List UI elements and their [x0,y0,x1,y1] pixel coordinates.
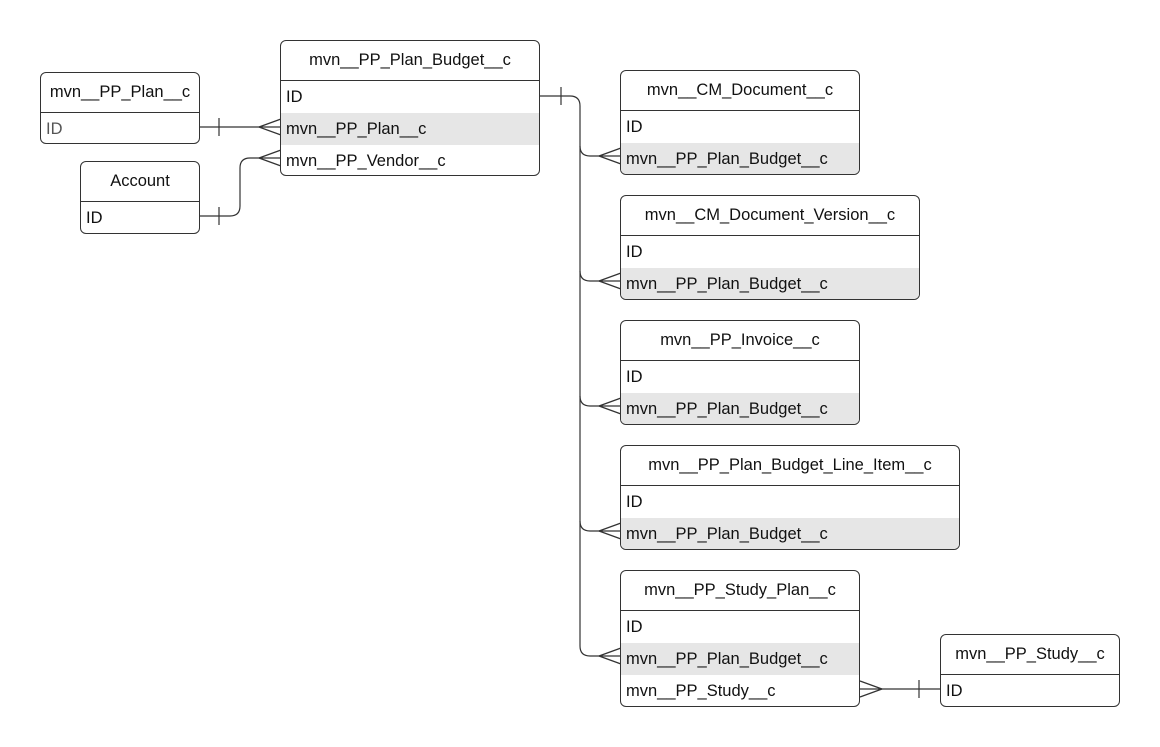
edge-to-cm-document [579,145,622,165]
entity-title: Account [81,162,199,202]
edge-to-budget-line-item [579,520,622,540]
field-pp-plan-budget: mvn__PP_Plan_Budget__c [621,393,859,424]
field-id: ID [626,492,643,511]
field-pp-plan-budget: mvn__PP_Plan_Budget__c [621,143,859,174]
field-id: ID [626,617,643,636]
edge-to-study-plan [598,647,622,665]
field-id: ID [286,87,303,106]
edge-account-to-plan-budget [200,149,282,225]
entity-title: mvn__CM_Document_Version__c [621,196,919,236]
field-pp-study: mvn__PP_Study__c [626,681,776,700]
entity-title: mvn__PP_Plan_Budget__c [281,41,539,81]
entity-pp-invoice[interactable]: mvn__PP_Invoice__c ID mvn__PP_Plan_Budge… [620,320,860,425]
field-pp-plan-budget: mvn__PP_Plan_Budget__c [621,268,919,299]
field-id: ID [946,681,963,700]
field-id: ID [86,208,103,227]
entity-pp-plan-budget-line-item[interactable]: mvn__PP_Plan_Budget_Line_Item__c ID mvn_… [620,445,960,550]
entity-cm-document-version[interactable]: mvn__CM_Document_Version__c ID mvn__PP_P… [620,195,920,300]
edge-plan-to-plan-budget [200,118,282,136]
entity-title: mvn__PP_Study_Plan__c [621,571,859,611]
field-pp-plan-budget: mvn__PP_Plan_Budget__c [621,643,859,675]
entity-pp-plan-budget[interactable]: mvn__PP_Plan_Budget__c ID mvn__PP_Plan__… [280,40,540,176]
entity-title: mvn__PP_Plan_Budget_Line_Item__c [621,446,959,486]
entity-title: mvn__PP_Invoice__c [621,321,859,361]
field-pp-plan: mvn__PP_Plan__c [281,113,539,145]
field-id: ID [626,367,643,386]
field-pp-plan-budget: mvn__PP_Plan_Budget__c [621,518,959,549]
entity-pp-study[interactable]: mvn__PP_Study__c ID [940,634,1120,707]
entity-title: mvn__CM_Document__c [621,71,859,111]
entity-title: mvn__PP_Plan__c [41,73,199,113]
field-id: ID [626,117,643,136]
edge-study-plan-to-study [859,680,941,698]
field-id: ID [46,119,63,138]
entity-title: mvn__PP_Study__c [941,635,1119,675]
entity-pp-study-plan[interactable]: mvn__PP_Study_Plan__c ID mvn__PP_Plan_Bu… [620,570,860,707]
field-pp-vendor: mvn__PP_Vendor__c [286,151,446,170]
entity-account[interactable]: Account ID [80,161,200,234]
entity-pp-plan[interactable]: mvn__PP_Plan__c ID [40,72,200,144]
edge-to-cm-document-version [579,270,622,290]
field-id: ID [626,242,643,261]
edge-plan-budget-trunk [540,87,621,657]
entity-cm-document[interactable]: mvn__CM_Document__c ID mvn__PP_Plan_Budg… [620,70,860,175]
edge-to-invoice [579,395,622,415]
